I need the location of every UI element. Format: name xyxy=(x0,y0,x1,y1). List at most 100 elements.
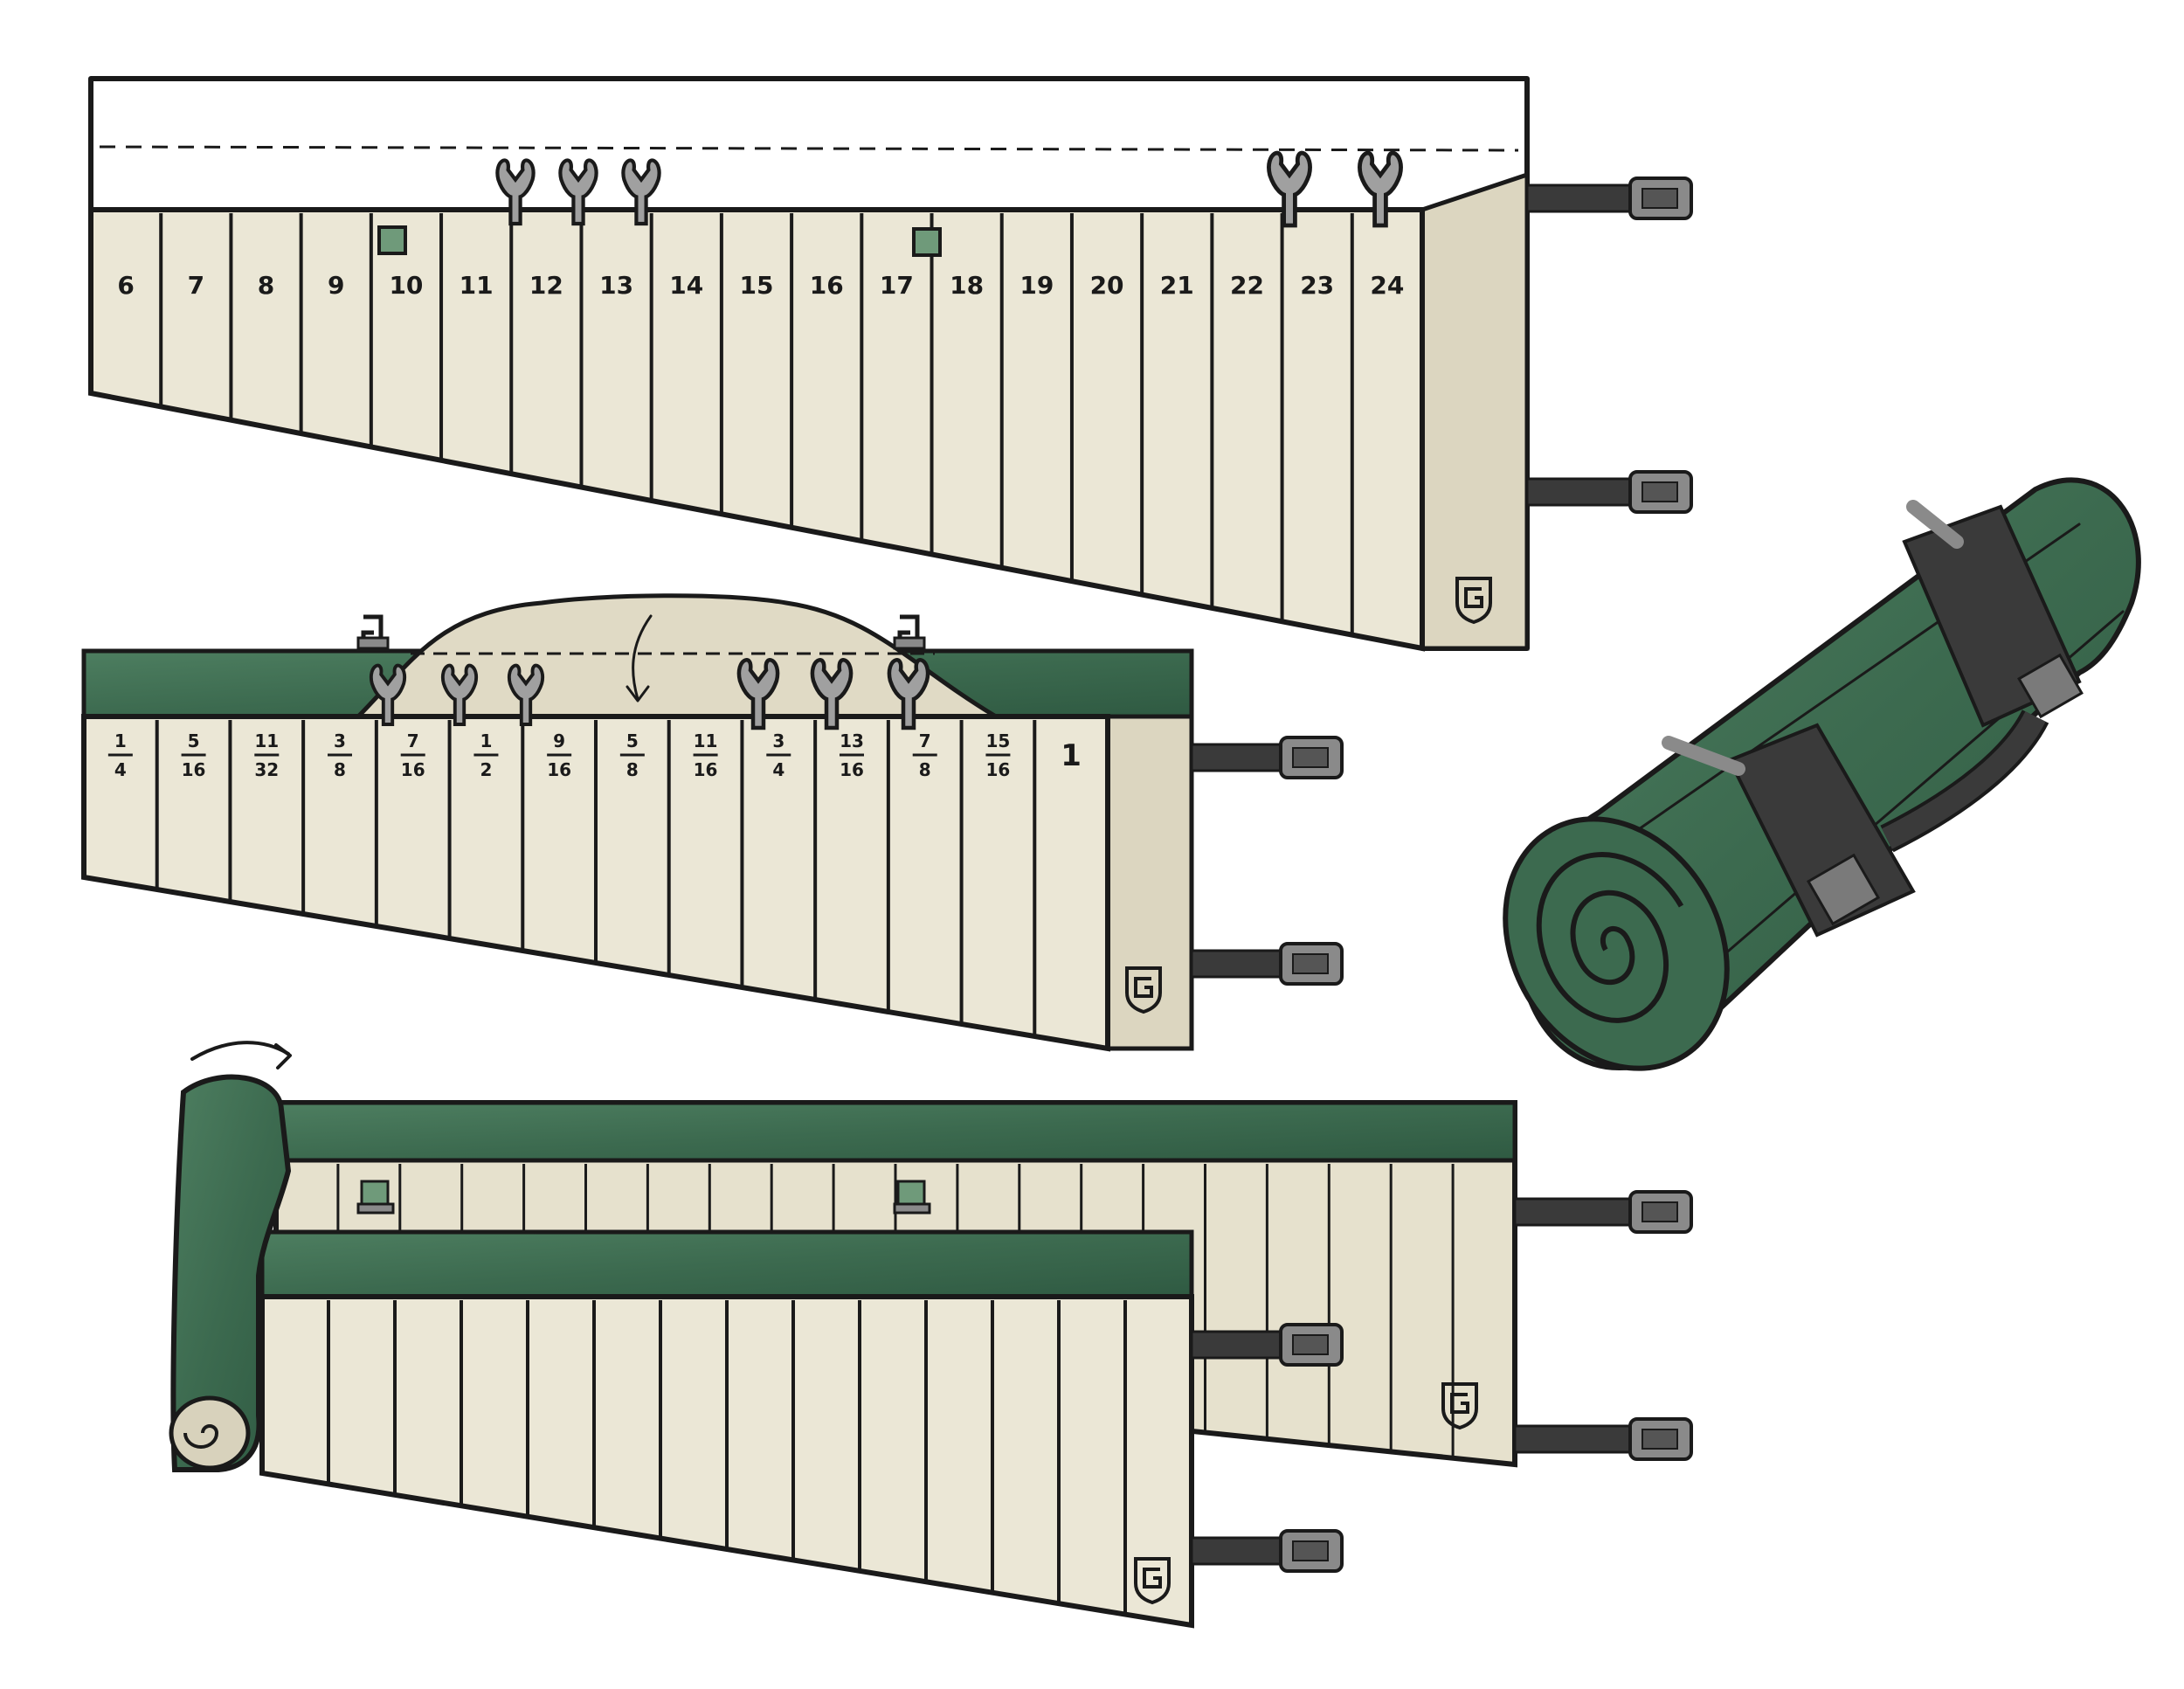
size-label: 6 xyxy=(117,271,134,300)
middle-roll-pocket-dividers xyxy=(155,720,1037,1036)
fold-arrow-head xyxy=(625,685,650,703)
fraction-size-label: 716 xyxy=(400,730,425,780)
hook-clip-icon xyxy=(356,614,390,650)
strap-buckle-upper xyxy=(1190,736,1344,779)
clip-icon xyxy=(893,1180,931,1215)
g-shield-logo-icon xyxy=(1441,1382,1478,1430)
g-shield-logo-icon xyxy=(1455,577,1492,625)
svg-text:4: 4 xyxy=(114,759,127,780)
strap-buckle-lower xyxy=(1190,942,1344,986)
fold-arrow-icon xyxy=(632,614,653,701)
size-label: 11 xyxy=(460,271,494,300)
svg-text:16: 16 xyxy=(986,759,1011,780)
wrench-head-icon xyxy=(507,663,545,726)
bottom-front-dividers xyxy=(327,1300,1127,1615)
fraction-size-label: 916 xyxy=(547,730,572,780)
svg-text:7: 7 xyxy=(407,730,419,751)
svg-text:16: 16 xyxy=(840,759,864,780)
wrench-head-icon xyxy=(369,663,407,726)
rolled-up-bundle xyxy=(1503,477,2141,1071)
size-label: 15 xyxy=(740,271,774,300)
svg-text:5: 5 xyxy=(626,730,639,751)
fraction-size-label: 14 xyxy=(107,730,133,780)
bottom-front-green-band xyxy=(259,1229,1194,1299)
wrench-head-icon xyxy=(440,663,479,726)
svg-text:4: 4 xyxy=(772,759,784,780)
size-label: 19 xyxy=(1019,271,1054,300)
size-label: 16 xyxy=(810,271,844,300)
svg-text:11: 11 xyxy=(254,730,279,751)
wrench-head-icon xyxy=(621,158,661,226)
svg-text:13: 13 xyxy=(840,730,864,751)
svg-text:1: 1 xyxy=(1061,738,1082,773)
svg-text:2: 2 xyxy=(480,759,492,780)
roll-end-spiral xyxy=(169,1395,251,1471)
strap-tail xyxy=(1662,736,1745,776)
svg-text:16: 16 xyxy=(547,759,571,780)
svg-text:16: 16 xyxy=(182,759,206,780)
size-label: 10 xyxy=(389,271,423,300)
fraction-size-label: 38 xyxy=(328,730,352,780)
svg-text:7: 7 xyxy=(919,730,931,751)
size-label: 9 xyxy=(328,271,344,300)
svg-text:5: 5 xyxy=(188,730,200,751)
size-label: 12 xyxy=(529,271,563,300)
clip-icon xyxy=(912,227,942,257)
size-label: 8 xyxy=(258,271,274,300)
strap-tail xyxy=(1906,500,1964,549)
svg-text:11: 11 xyxy=(694,730,718,751)
roll-direction-arrow-icon xyxy=(190,1041,290,1061)
svg-text:16: 16 xyxy=(694,759,718,780)
g-shield-logo-icon xyxy=(1125,966,1162,1014)
clip-icon xyxy=(377,225,407,255)
g-shield-logo-icon xyxy=(1134,1557,1171,1605)
svg-text:8: 8 xyxy=(334,759,346,780)
wrench-heads xyxy=(495,150,1403,228)
strap-buckle-lower xyxy=(1525,470,1693,514)
fraction-size-label: 78 xyxy=(912,730,937,780)
wrench-head-icon xyxy=(1267,150,1312,228)
spiral-icon xyxy=(1536,852,1684,1023)
size-label: 13 xyxy=(599,271,633,300)
fraction-size-label: 1 xyxy=(1061,738,1082,773)
size-label: 7 xyxy=(188,271,204,300)
svg-text:32: 32 xyxy=(254,759,279,780)
svg-text:3: 3 xyxy=(772,730,784,751)
size-label: 20 xyxy=(1090,271,1124,300)
size-label: 18 xyxy=(950,271,984,300)
wrench-head-icon xyxy=(1358,150,1403,228)
wrench-head-icon xyxy=(558,158,598,226)
bottom-back-green-band xyxy=(273,1100,1517,1163)
svg-text:1: 1 xyxy=(480,730,492,751)
strap-buckle xyxy=(1513,1417,1693,1461)
size-label: 17 xyxy=(880,271,914,300)
svg-text:1: 1 xyxy=(114,730,127,751)
svg-text:8: 8 xyxy=(626,759,639,780)
svg-text:9: 9 xyxy=(553,730,565,751)
hook-clip-icon xyxy=(893,614,926,650)
strap-buckle xyxy=(1190,1323,1344,1367)
strap-box-stitch xyxy=(2017,653,2084,719)
fraction-size-label: 34 xyxy=(766,730,791,780)
middle-roll-side-flap xyxy=(1105,714,1194,1051)
fraction-size-label: 12 xyxy=(473,730,499,780)
wrench-heads xyxy=(369,658,930,730)
wrench-head-icon xyxy=(810,658,854,730)
size-label: 22 xyxy=(1230,271,1264,300)
svg-text:16: 16 xyxy=(401,759,425,780)
strap-buckle xyxy=(1190,1529,1344,1573)
roll-end-spiral xyxy=(1503,816,1730,1071)
size-label: 14 xyxy=(669,271,703,300)
size-label: 21 xyxy=(1160,271,1194,300)
fraction-size-label: 58 xyxy=(619,730,645,780)
top-roll-pocket-dividers xyxy=(159,213,1354,635)
